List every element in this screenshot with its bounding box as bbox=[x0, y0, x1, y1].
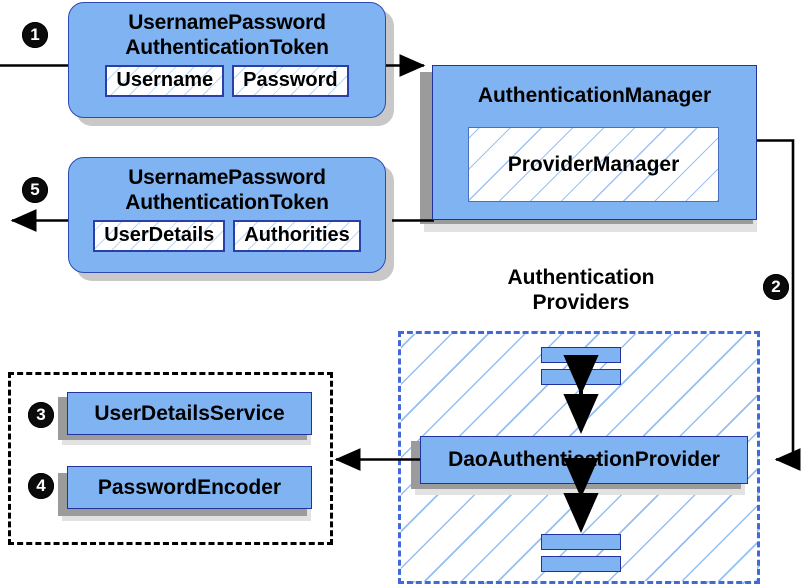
response-token-slots: UserDetails Authorities bbox=[69, 215, 385, 252]
passwordencoder-label: PasswordEncoder bbox=[97, 475, 282, 499]
request-token-slot-password: Password bbox=[232, 65, 349, 97]
marker-3: 3 bbox=[28, 402, 54, 428]
request-token-slots: Username Password bbox=[69, 60, 385, 97]
marker-4: 4 bbox=[28, 473, 54, 499]
request-token-title-line1: UsernamePassword bbox=[128, 11, 326, 34]
request-token-slot-username: Username bbox=[105, 65, 225, 97]
response-token-title-line1: UsernamePassword bbox=[128, 166, 326, 189]
response-token-title-line2: AuthenticationToken bbox=[125, 191, 329, 214]
authentication-providers-heading: Authentication Providers bbox=[468, 265, 694, 315]
response-token-slot-userdetails: UserDetails bbox=[93, 220, 226, 252]
abstract-provider-bar-top-2 bbox=[541, 369, 621, 385]
abstract-provider-bar-bottom-2 bbox=[541, 556, 621, 572]
request-token-title-line2: AuthenticationToken bbox=[125, 36, 329, 59]
abstract-provider-bar-bottom-1 bbox=[541, 534, 621, 550]
marker-2: 2 bbox=[763, 274, 789, 300]
authentication-providers-heading-line2: Providers bbox=[532, 291, 630, 314]
dao-authentication-provider-label: DaoAuthenticationProvider bbox=[448, 448, 720, 471]
response-token-card[interactable]: UsernamePassword AuthenticationToken Use… bbox=[68, 157, 386, 273]
marker-5: 5 bbox=[22, 177, 48, 203]
dao-authentication-provider-box[interactable]: DaoAuthenticationProvider bbox=[420, 436, 748, 484]
authentication-providers-heading-line1: Authentication bbox=[507, 266, 655, 289]
passwordencoder-box[interactable]: PasswordEncoder bbox=[67, 466, 312, 509]
request-token-title: UsernamePassword AuthenticationToken bbox=[69, 3, 385, 60]
marker-1: 1 bbox=[22, 22, 48, 48]
provider-manager-panel[interactable]: ProviderManager bbox=[468, 127, 719, 202]
authentication-manager-title: AuthenticationManager bbox=[477, 84, 712, 107]
response-token-slot-authorities: Authorities bbox=[233, 220, 361, 252]
userdetailsservice-label: UserDetailsService bbox=[94, 401, 285, 425]
userdetailsservice-box[interactable]: UserDetailsService bbox=[67, 392, 312, 435]
response-token-title: UsernamePassword AuthenticationToken bbox=[69, 158, 385, 215]
request-token-card[interactable]: UsernamePassword AuthenticationToken Use… bbox=[68, 2, 386, 118]
abstract-provider-bar-top-1 bbox=[541, 347, 621, 363]
